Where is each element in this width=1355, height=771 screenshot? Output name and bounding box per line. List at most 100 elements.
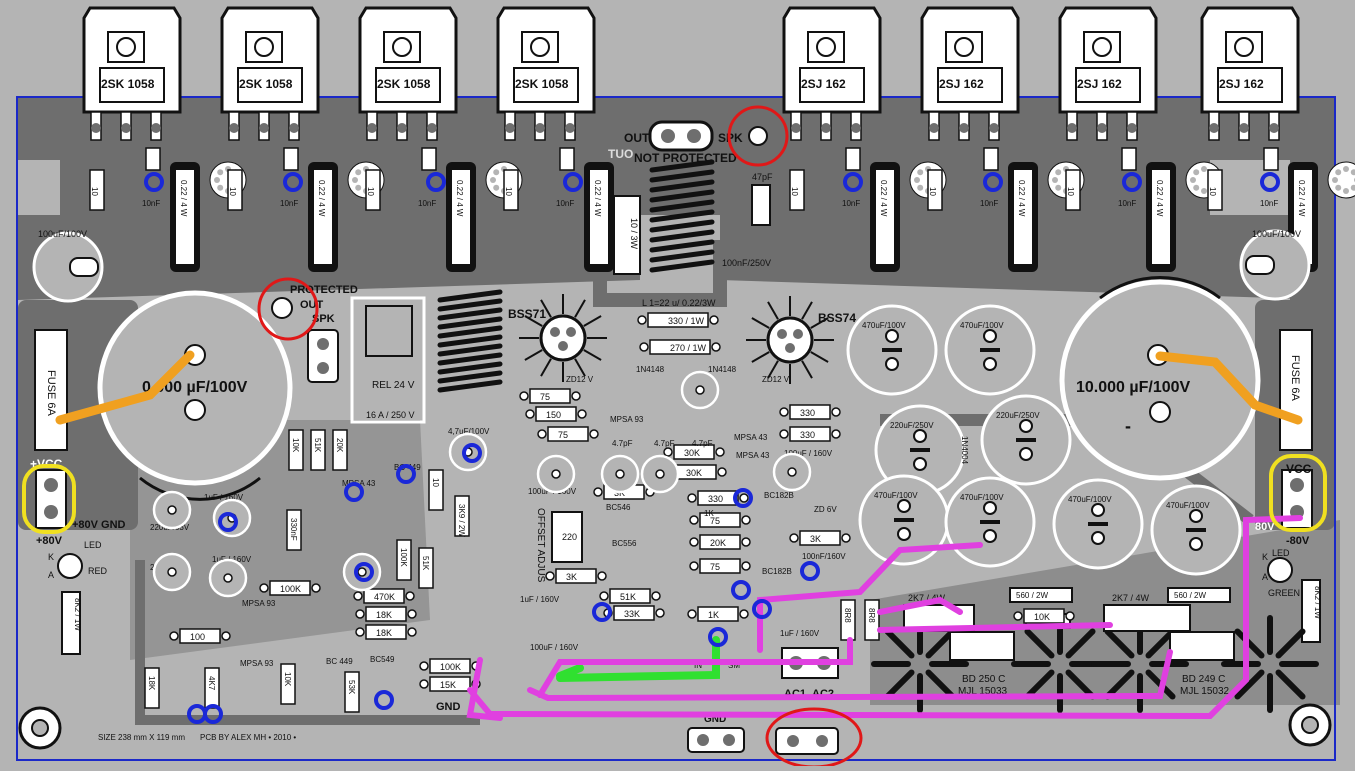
elec-cap-6: 470uF/100V — [944, 476, 1036, 568]
v-resistor-2: 51K — [310, 429, 326, 471]
v-resistor-6: 53K — [344, 671, 360, 713]
resistor-label-13: 20K — [710, 538, 726, 548]
resistor-label-20: 470K — [374, 592, 395, 602]
v80-gnd-label: +80V GND — [72, 519, 126, 531]
resistor-15: 3K — [545, 568, 607, 584]
v-resistor-9: 10K — [280, 663, 296, 705]
blue-mark-9 — [462, 443, 482, 463]
led-left-a: A — [48, 570, 54, 580]
resistor-14: 75 — [689, 558, 751, 574]
n-mosfet-label-2: 2SK 1058 — [239, 77, 293, 91]
blue-mark-3 — [426, 172, 446, 192]
resistor-23: 100K — [259, 580, 321, 596]
res-560-right: 560 / 2W — [1167, 587, 1231, 603]
res-2k7-right-label: 2K7 / 4W — [1112, 593, 1150, 603]
p-mosfet-label-2: 2SJ 162 — [939, 77, 984, 91]
resistor-label-15: 3K — [566, 572, 577, 582]
blue-mark-1 — [144, 172, 164, 192]
v-resistor-label-1: 10K — [291, 438, 300, 453]
small-round-part-1 — [600, 454, 640, 494]
blue-mark-18 — [592, 602, 612, 622]
marker-layer — [22, 105, 1327, 769]
board-author: PCB BY ALEX MH • 2010 • — [200, 733, 296, 742]
resistor-19: 3K — [789, 530, 851, 546]
v80-right-label: 80V — [1255, 521, 1275, 533]
elec-cap-label-4: 220uF/250V — [996, 411, 1040, 420]
resistor-20: 470K — [353, 588, 415, 604]
resistor-label-23: 100K — [280, 584, 301, 594]
part-label-19: 4.7pF — [612, 439, 633, 448]
elec-cap-4: 220uF/250V — [980, 394, 1072, 486]
relay-rating: 16 A / 250 V — [366, 410, 415, 420]
tud-label: TUO — [608, 147, 633, 161]
part-label-29: 1uF / 160V — [204, 493, 244, 502]
resistor-label-21: 18K — [376, 610, 392, 620]
led-right-green: GREEN — [1268, 588, 1300, 598]
bss71-label: BSS71 — [508, 307, 546, 321]
part-label-34: IN — [694, 661, 702, 670]
n-gate-res-1: 10 — [90, 187, 99, 196]
p-mosfet-label-4: 2SJ 162 — [1219, 77, 1264, 91]
elec-cap-label-5: 470uF/100V — [874, 491, 918, 500]
mjl15032-label: MJL 15032 — [1180, 686, 1230, 697]
driver-bss71: BSS71 — [508, 294, 607, 382]
blue-mark-19 — [708, 627, 728, 647]
small-round-part-2 — [640, 454, 680, 494]
p-gate-cap-2: 10nF — [980, 199, 998, 208]
resistor-8: 30K — [663, 444, 725, 460]
led-left-k: K — [48, 552, 54, 562]
part-label-15: BC 449 — [326, 657, 353, 666]
small-round-part-11 — [772, 452, 812, 492]
p-source-res-1: 0.22 / 4 W — [879, 180, 888, 217]
blue-mark-16 — [731, 580, 751, 600]
part-label-24: 1uF / 160V — [780, 629, 820, 638]
blue-mark-10 — [396, 464, 416, 484]
led-right: LED K A GREEN 8K2 / 1W — [1262, 548, 1322, 643]
v-resistor-12: 8R8 — [840, 599, 856, 641]
resistor-1: 75 — [519, 388, 581, 404]
part-label-33: ZD 6V — [814, 505, 837, 514]
part-label-36: 1K — [704, 509, 714, 518]
part-label-31: 100uF / 160V — [784, 449, 833, 458]
led-left-label: LED — [84, 540, 102, 550]
p-source-res-2: 0.22 / 4 W — [1017, 180, 1026, 217]
part-label-1: ZD12 V — [566, 375, 594, 384]
led-left-res: 8K2 / 1W — [73, 598, 82, 631]
p-gate-res-3: 10 — [1066, 187, 1075, 196]
v-resistor-13: 8R8 — [864, 599, 880, 641]
trace-a — [135, 560, 480, 725]
blue-mark-15 — [800, 561, 820, 581]
p-gate-cap-1: 10nF — [842, 199, 860, 208]
yellow-box-right — [1269, 454, 1327, 532]
n-source-res-4: 0.22 / 4 W — [593, 180, 602, 217]
blue-mark-8 — [1260, 172, 1280, 192]
part-label-2: ZD12 V — [762, 375, 790, 384]
part-label-18: MPSA 93 — [240, 659, 274, 668]
vcc-neg-label: -VCC — [1282, 462, 1312, 476]
n-source-res-1: 0.22 / 4 W — [179, 180, 188, 217]
blue-mark-4 — [563, 172, 583, 192]
n-mosfet-label-1: 2SK 1058 — [101, 77, 155, 91]
cap-47p: 47pF 100nF/250V — [722, 172, 773, 268]
bulk-cap-right: 10.000 µF/100V - — [1059, 275, 1261, 481]
blue-marks — [144, 172, 1280, 724]
resistor-12: 75 — [689, 512, 751, 528]
bd250-label: BD 250 C — [962, 674, 1005, 685]
elec-cap-8: 470uF/100V — [1150, 484, 1242, 576]
resistor-3: 75 — [537, 426, 599, 442]
v-resistor-label-12: 8R8 — [843, 608, 852, 623]
fuse-right: FUSE 6A — [1279, 329, 1313, 451]
fuse-right-label: FUSE 6A — [1289, 355, 1301, 402]
part-label-11: BC182B — [764, 491, 794, 500]
v-resistor-label-11: 3K9 / 2W — [457, 504, 466, 537]
blue-mark-6 — [983, 172, 1003, 192]
part-label-25: 100nF/160V — [802, 552, 846, 561]
p-mosfet-label-1: 2SJ 162 — [801, 77, 846, 91]
cap-100uf-right-label: 100uF/100V — [1252, 229, 1301, 239]
supply-left: +VCC +80V GND +80V — [30, 457, 126, 547]
resistor-label-5: 270 / 1W — [670, 343, 707, 353]
